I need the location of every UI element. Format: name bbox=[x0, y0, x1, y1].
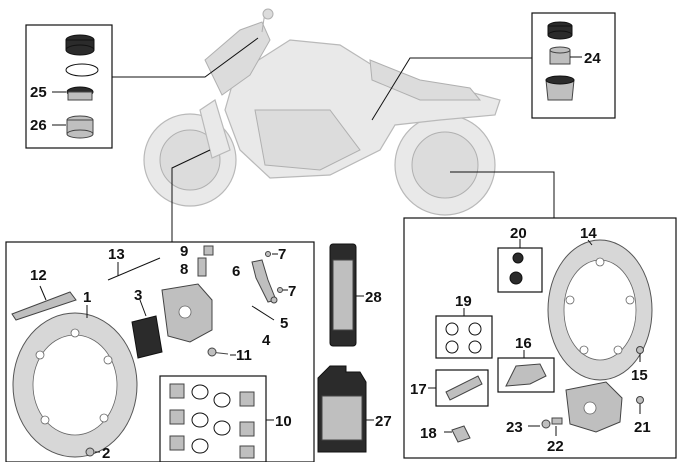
rear-brake-frame bbox=[403, 217, 677, 459]
o-ring-set-frame bbox=[435, 315, 493, 359]
top-left-box: 25 26 bbox=[25, 24, 259, 149]
label-28: 28 bbox=[365, 289, 382, 306]
caliper-bracket-icon bbox=[505, 363, 547, 387]
consumables: 28 27 bbox=[317, 243, 392, 453]
label-18: 18 bbox=[420, 425, 437, 442]
label-24: 24 bbox=[584, 50, 601, 67]
disc-bolt-rear-icon bbox=[636, 346, 644, 354]
label-10: 10 bbox=[275, 413, 292, 430]
front-brake-frame bbox=[5, 241, 315, 462]
rear-brake-disc-icon bbox=[547, 239, 653, 381]
leader-rear bbox=[450, 171, 555, 218]
label-14: 14 bbox=[580, 225, 597, 242]
retaining-pin-icon bbox=[107, 257, 161, 281]
label-25: 25 bbox=[30, 84, 47, 101]
retaining-ring-icon bbox=[65, 63, 99, 77]
disc-bolt-icon bbox=[85, 447, 95, 457]
grease-tube-icon bbox=[11, 291, 77, 321]
front-brake-disc-icon bbox=[12, 312, 138, 458]
top-right-box: 24 bbox=[371, 12, 616, 121]
bracket-frame bbox=[497, 357, 555, 393]
label-13: 13 bbox=[108, 246, 125, 263]
pin-a-icon bbox=[265, 251, 271, 257]
rear-bleed-cap-icon bbox=[541, 419, 551, 429]
label-11: 11 bbox=[236, 347, 252, 364]
label-2: 2 bbox=[102, 445, 110, 462]
leader-top-right bbox=[371, 57, 532, 121]
motorcycle-illustration bbox=[143, 8, 501, 216]
pin-b-icon bbox=[277, 287, 283, 293]
brake-pads-icon bbox=[131, 315, 163, 359]
seal-kit-frame bbox=[159, 375, 267, 462]
retaining-clip-icon bbox=[451, 425, 471, 443]
label-12: 12 bbox=[30, 267, 47, 284]
rear-bleed-screw-icon bbox=[551, 417, 563, 425]
label-23: 23 bbox=[506, 419, 523, 436]
label-1: 1 bbox=[83, 289, 91, 306]
rear-brake-box: 20 14 19 16 17 1 bbox=[403, 171, 677, 459]
piston-seal-kit-icon bbox=[169, 383, 255, 459]
label-16: 16 bbox=[515, 335, 532, 352]
bleed-cap-icon bbox=[203, 245, 214, 256]
clip-icon bbox=[270, 296, 278, 304]
label-21: 21 bbox=[634, 419, 651, 436]
label-26: 26 bbox=[30, 117, 47, 134]
front-brake-box: 1 2 12 13 3 9 8 6 7 7 bbox=[5, 149, 315, 462]
top-left-frame bbox=[25, 24, 113, 149]
bleed-screw-icon bbox=[197, 257, 207, 277]
label-17: 17 bbox=[410, 381, 427, 398]
label-4: 4 bbox=[262, 332, 271, 349]
label-27: 27 bbox=[375, 413, 392, 430]
label-9: 9 bbox=[180, 243, 188, 260]
label-5: 5 bbox=[280, 315, 288, 332]
guide-pin-icon bbox=[251, 305, 275, 321]
label-15: 15 bbox=[631, 367, 648, 384]
top-right-frame bbox=[531, 12, 616, 119]
label-8: 8 bbox=[180, 261, 188, 278]
label-19: 19 bbox=[455, 293, 472, 310]
label-3: 3 bbox=[134, 287, 142, 304]
nut-icon bbox=[512, 252, 524, 264]
label-22: 22 bbox=[547, 438, 564, 455]
leader-top-left bbox=[112, 37, 259, 78]
leader-front bbox=[171, 149, 211, 242]
rear-pad-icon bbox=[445, 375, 483, 401]
caliper-bolt-rear-icon bbox=[636, 396, 644, 404]
label-7b: 7 bbox=[288, 283, 296, 300]
spring-plate-icon bbox=[251, 259, 277, 303]
label-20: 20 bbox=[510, 225, 527, 242]
label-7a: 7 bbox=[278, 246, 286, 263]
label-6: 6 bbox=[232, 263, 240, 280]
screw-icon bbox=[509, 271, 523, 285]
